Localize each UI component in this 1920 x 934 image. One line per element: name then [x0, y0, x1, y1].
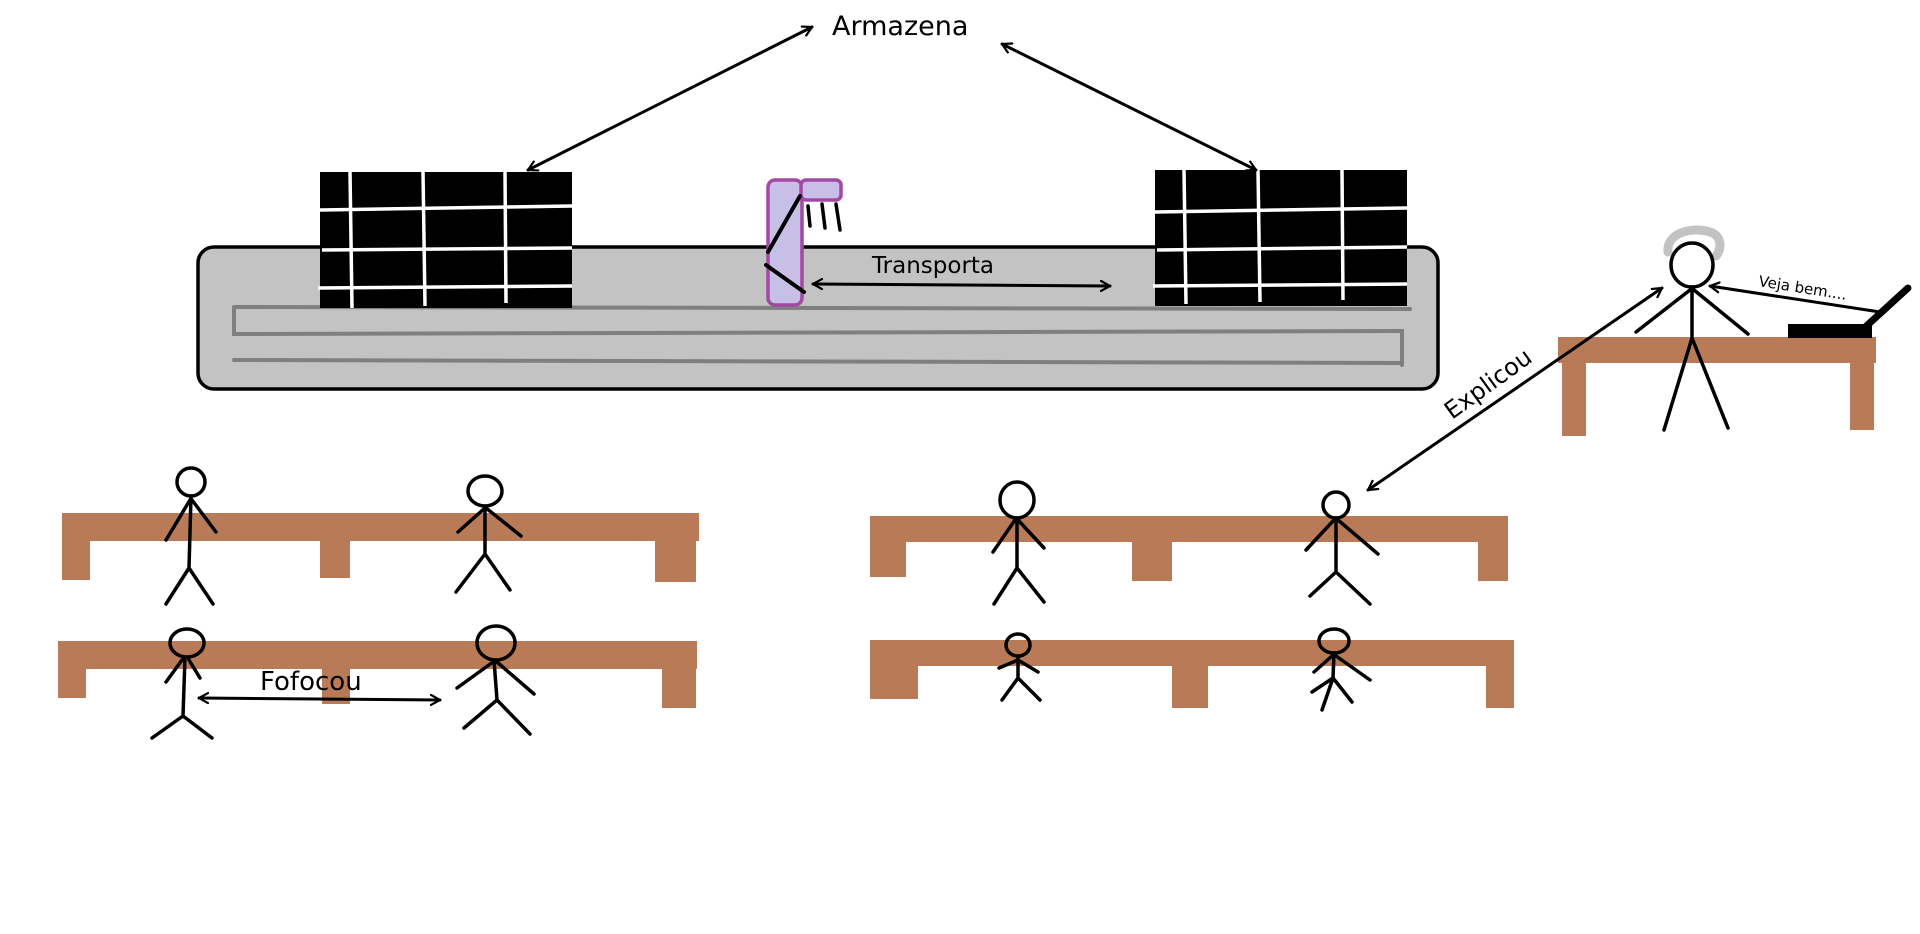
- robot-arm-icon: [764, 178, 843, 307]
- desk: [62, 513, 699, 582]
- label-fofocou: Fofocou: [260, 667, 362, 697]
- arrow-explicou: [1366, 286, 1664, 492]
- student-stick-figure-icon: [997, 632, 1042, 702]
- student-stick-figure-icon: [454, 474, 523, 594]
- student-stick-figure-icon: [164, 466, 218, 606]
- student-stick-figure-icon: [150, 627, 214, 740]
- desk: [58, 641, 697, 708]
- label-armazena: Armazena: [832, 11, 968, 42]
- teacher-stick-figure-icon: [1634, 225, 1750, 432]
- laptop-icon: [1788, 284, 1912, 338]
- desk: [870, 640, 1514, 708]
- teacher-desk: [1558, 337, 1876, 436]
- memory-grid-icon: [317, 171, 573, 309]
- student-stick-figure-icon: [1304, 490, 1380, 606]
- student-stick-figure-icon: [991, 480, 1046, 606]
- arrow-fofocou: [197, 698, 442, 700]
- arrow-armazena-right: [1000, 44, 1258, 170]
- arrow-transporta: [811, 284, 1112, 286]
- memory-grid-icon: [1152, 169, 1408, 306]
- label-transporta: Transporta: [871, 253, 994, 279]
- arrow-veja-bem: [1708, 286, 1882, 314]
- desk: [870, 516, 1508, 581]
- student-stick-figure-icon: [1310, 627, 1372, 712]
- student-stick-figure-icon: [455, 624, 536, 736]
- arrow-armazena-left: [526, 27, 814, 170]
